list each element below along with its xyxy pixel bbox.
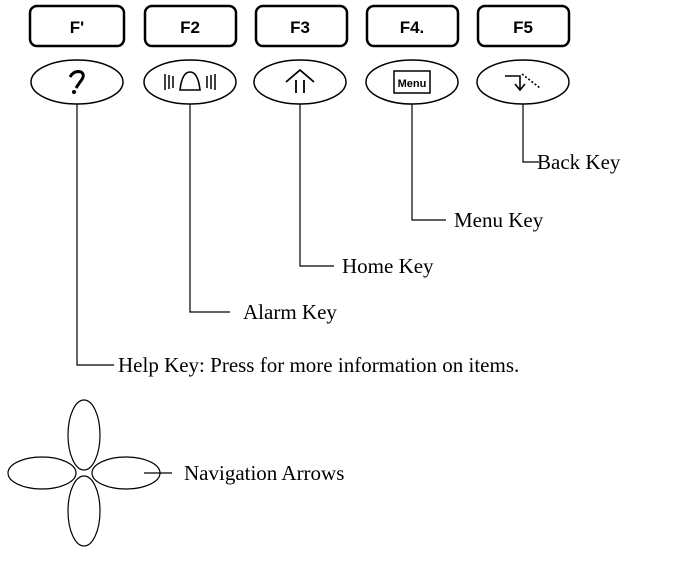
function-key-f4: F4.: [365, 4, 460, 48]
nav-down-arrow: [67, 475, 101, 547]
nav-right-arrow: [91, 456, 161, 490]
menu-icon-text: Menu: [398, 78, 427, 90]
function-key-f1-label: F': [70, 18, 84, 37]
home-key-leader: [299, 104, 334, 267]
alarm-key-label: Alarm Key: [243, 300, 337, 324]
house-icon: [285, 68, 315, 93]
function-key-f5-label: F5: [513, 18, 533, 37]
function-key-f1: F': [28, 4, 126, 48]
menu-key: Menu: [365, 59, 459, 105]
home-key-label: Home Key: [342, 254, 434, 278]
alarm-key-leader: [189, 104, 230, 313]
function-key-f2: F2: [143, 4, 238, 48]
function-key-f3-label: F3: [290, 18, 310, 37]
navigation-arrows: [7, 399, 161, 547]
leader-lines: [76, 104, 539, 474]
menu-key-label: Menu Key: [454, 208, 544, 232]
function-key-f3: F3: [254, 4, 349, 48]
menu-key-leader: [411, 104, 446, 221]
back-key: [476, 59, 570, 105]
bell-icon: [164, 71, 216, 91]
home-key: [253, 59, 347, 105]
navigation-arrows-label: Navigation Arrows: [184, 461, 344, 485]
back-arrow-icon: [505, 73, 541, 92]
function-key-f2-label: F2: [180, 18, 200, 37]
question-mark-icon: [68, 70, 85, 94]
function-key-f4-label: F4.: [400, 18, 425, 37]
function-key-f5: F5: [476, 4, 571, 48]
help-key-label: Help Key: Press for more information on …: [118, 353, 519, 377]
nav-left-arrow: [7, 456, 77, 490]
back-key-leader: [522, 104, 539, 163]
help-key-leader: [76, 104, 114, 366]
nav-up-arrow: [67, 399, 101, 471]
alarm-key: [143, 59, 237, 105]
menu-icon: Menu: [393, 70, 431, 94]
help-key: [30, 59, 124, 105]
back-key-label: Back Key: [537, 150, 621, 174]
